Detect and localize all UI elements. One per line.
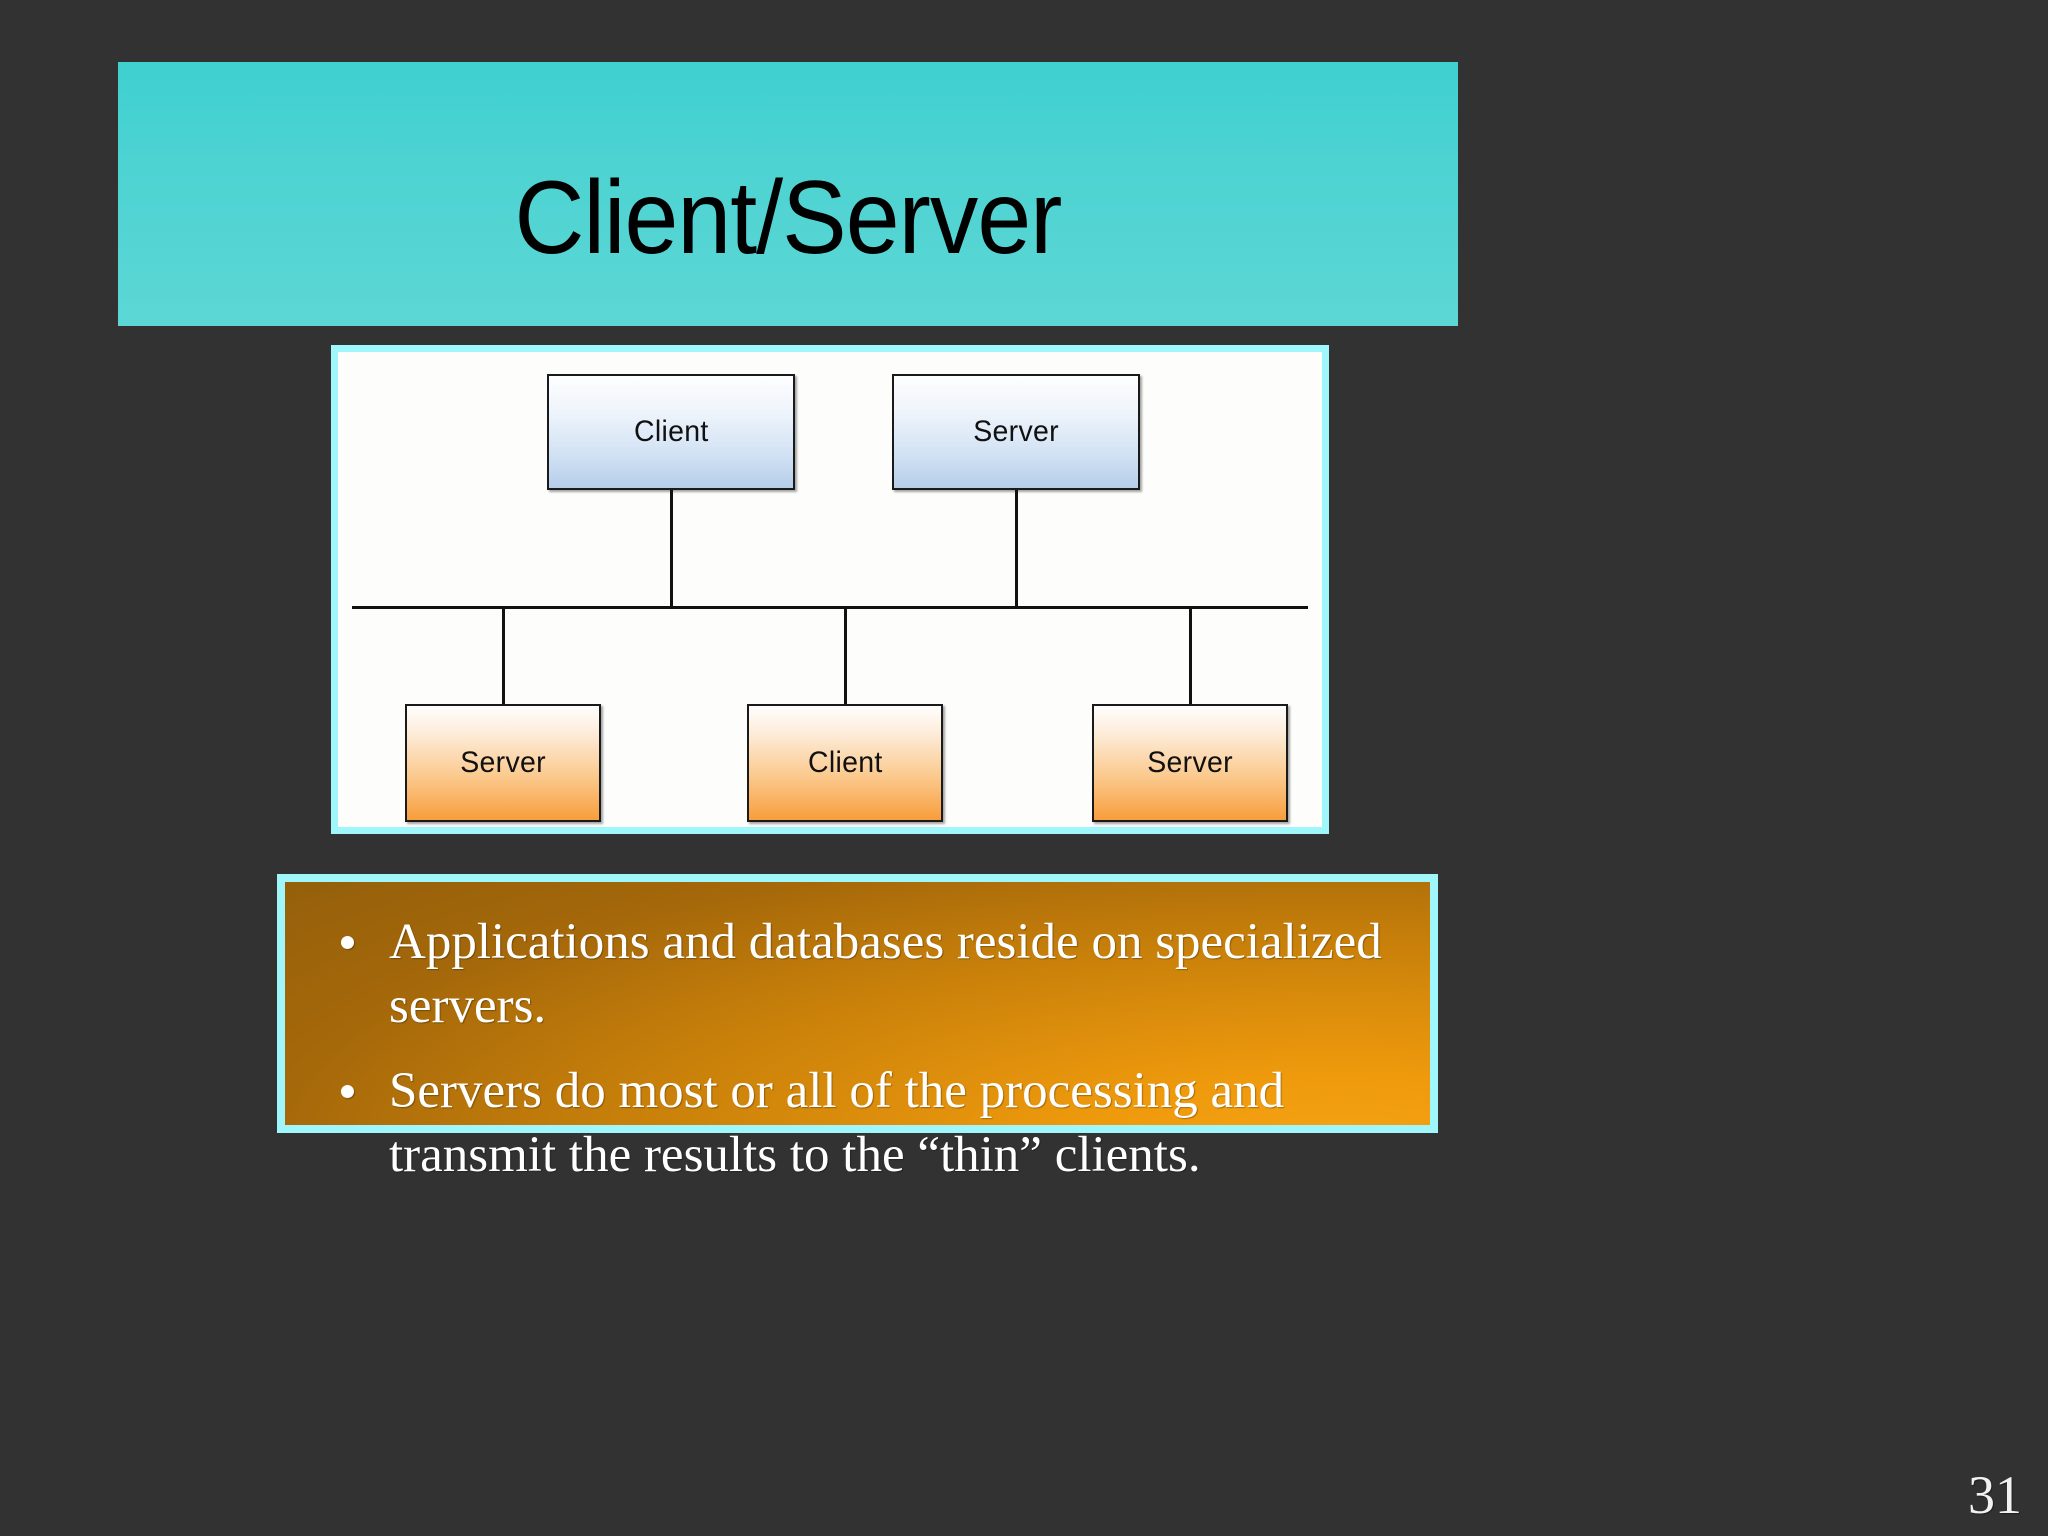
diagram-node-label: Server (973, 415, 1059, 448)
diagram-node-client-top: Client (547, 374, 795, 490)
diagram-node-server-bottom-right: Server (1092, 704, 1288, 822)
connector-line-server-top (1015, 490, 1018, 608)
list-item: Servers do most or all of the processing… (311, 1059, 1404, 1188)
connector-bus-line (352, 606, 1308, 609)
bullet-text: Applications and databases reside on spe… (389, 914, 1382, 1035)
diagram-node-label: Server (1147, 746, 1233, 779)
page-number: 31 (1968, 1465, 2022, 1525)
network-diagram-canvas: Client Server Server Client Server (338, 352, 1322, 827)
diagram-node-server-bottom-left: Server (405, 704, 601, 822)
connector-line-client-bottom-mid (844, 606, 847, 706)
diagram-node-label: Client (633, 415, 709, 448)
diagram-node-server-top: Server (892, 374, 1140, 490)
bullet-dot-icon (341, 936, 354, 949)
network-diagram-panel: Client Server Server Client Server (331, 345, 1329, 834)
connector-line-server-bottom-right (1189, 606, 1192, 706)
diagram-node-label: Server (460, 746, 546, 779)
bullet-text-panel: Applications and databases reside on spe… (277, 874, 1438, 1183)
connector-line-server-bottom-left (502, 606, 505, 706)
bullet-text: Servers do most or all of the processing… (389, 1062, 1285, 1183)
diagram-node-client-bottom-mid: Client (747, 704, 943, 822)
diagram-node-label: Client (807, 746, 883, 779)
title-banner: Client/Server (118, 62, 1458, 326)
page-title: Client/Server (514, 160, 1063, 276)
connector-line-client-top (670, 490, 673, 608)
bullet-list: Applications and databases reside on spe… (311, 910, 1404, 1187)
list-item: Applications and databases reside on spe… (311, 910, 1404, 1039)
bullet-text-inner: Applications and databases reside on spe… (285, 882, 1430, 1183)
bullet-dot-icon (341, 1084, 354, 1098)
